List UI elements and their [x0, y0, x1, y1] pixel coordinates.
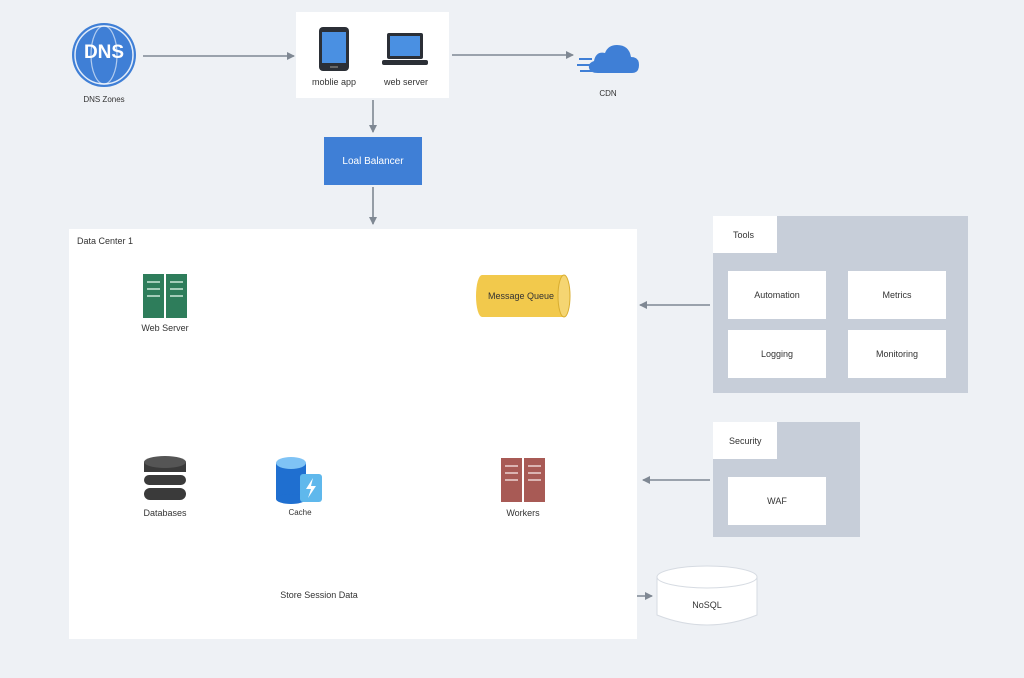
cache-label: Cache: [288, 508, 312, 517]
web-server-label: web server: [383, 77, 428, 87]
clients-card[interactable]: moblie app web server: [296, 12, 449, 98]
workers-label: Workers: [506, 508, 540, 518]
tools-item-automation[interactable]: Automation: [728, 271, 826, 319]
dns-globe-icon: [72, 23, 136, 87]
cdn-label: CDN: [599, 89, 617, 98]
dns-node[interactable]: DNS: [71, 22, 137, 88]
data-center-title: Data Center 1: [77, 236, 134, 246]
dns-label: DNS Zones: [83, 95, 125, 104]
tools-item-logging[interactable]: Logging: [728, 330, 826, 378]
load-balancer[interactable]: Loal Balancer: [324, 137, 422, 185]
cache-icon[interactable]: [276, 456, 324, 504]
dns-badge: DNS: [83, 42, 125, 63]
nosql-icon[interactable]: [656, 565, 758, 627]
tools-item-metrics[interactable]: Metrics: [848, 271, 946, 319]
web-server-node-label: Web Server: [141, 323, 189, 333]
mobile-app-label: moblie app: [311, 77, 357, 87]
nosql-label: NoSQL: [692, 600, 722, 610]
workers-icon[interactable]: [501, 458, 545, 502]
security-title: Security: [713, 422, 777, 459]
databases-label: Databases: [143, 508, 187, 518]
databases-icon[interactable]: [144, 456, 186, 504]
security-item-waf[interactable]: WAF: [728, 477, 826, 525]
store-session-label: Store Session Data: [278, 590, 360, 600]
mobile-phone-icon: [319, 27, 349, 71]
web-server-icon[interactable]: [143, 274, 187, 318]
tools-title: Tools: [713, 216, 777, 253]
message-queue-label: Message Queue: [487, 291, 555, 301]
tools-item-monitoring[interactable]: Monitoring: [848, 330, 946, 378]
laptop-icon: [382, 33, 428, 65]
cdn-cloud-icon[interactable]: [576, 37, 640, 77]
message-queue-icon[interactable]: [476, 274, 572, 318]
